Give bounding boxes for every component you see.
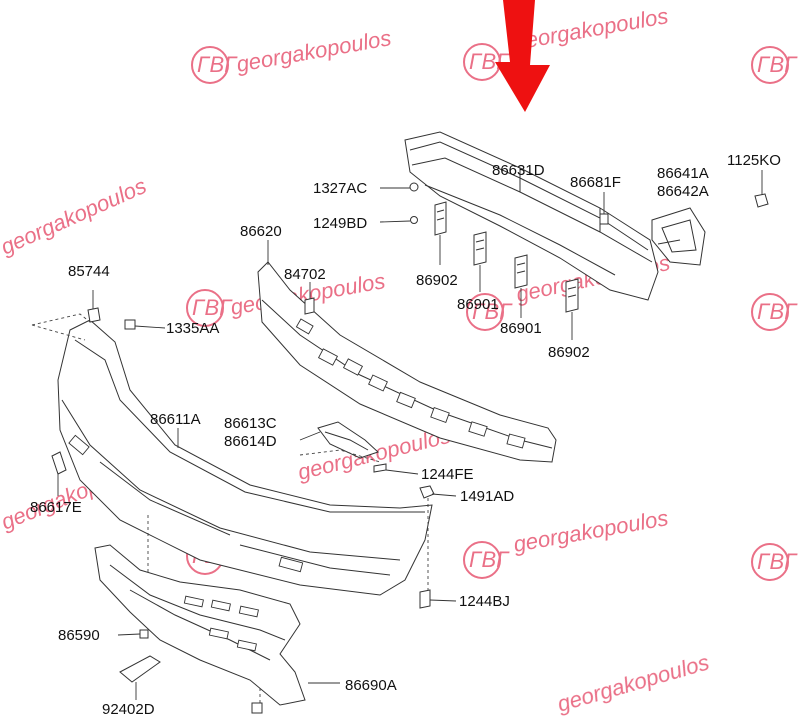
watermark-logo: ΓΒΓ (466, 293, 513, 331)
watermark-text: georgakopoulos (554, 650, 711, 717)
label-1327ac: 1327AC (313, 180, 367, 197)
watermark-text: georgakopoulos (512, 3, 671, 55)
clip-1335aa (124, 319, 166, 330)
svg-text:ΓΒΓ: ΓΒΓ (469, 547, 510, 572)
watermark-text: georgakopoulos (512, 505, 671, 557)
clip-bottom (251, 702, 263, 714)
label-86620: 86620 (240, 223, 282, 240)
label-92402d: 92402D (102, 701, 155, 717)
label-86641a: 86641A (657, 165, 709, 182)
side-bracket (651, 207, 706, 266)
clip-86590 (117, 629, 149, 639)
guide-line (299, 449, 381, 463)
label-86902-left: 86902 (416, 272, 458, 289)
watermark-logo: ΓΒΓ (191, 46, 238, 84)
svg-text:ΓΒΓ: ΓΒΓ (192, 295, 233, 320)
retainer-86901-right (514, 254, 528, 318)
label-86901-right: 86901 (500, 320, 542, 337)
watermark-logo: ΓΒΓ (186, 289, 233, 327)
clip-86681f (599, 192, 609, 225)
label-86613c: 86613C (224, 415, 277, 432)
label-1491ad: 1491AD (460, 488, 514, 505)
retainer-86902-left (434, 201, 447, 265)
label-86611a: 86611A (150, 411, 201, 428)
retainer-86901-left (473, 231, 487, 292)
reflex-lamp-92402d (119, 655, 161, 700)
label-86631d: 86631D (492, 162, 545, 179)
label-86681f: 86681F (570, 174, 621, 191)
label-86902-right: 86902 (548, 344, 590, 361)
label-1335aa: 1335AA (166, 320, 219, 337)
side-support-bracket (299, 421, 379, 459)
svg-text:ΓΒΓ: ΓΒΓ (472, 299, 513, 324)
watermark-text: georgakopoulos (0, 173, 150, 260)
nut-1491ad (419, 485, 457, 590)
svg-text:ΓΒΓ: ΓΒΓ (757, 299, 798, 324)
label-86901-left: 86901 (457, 296, 499, 313)
part-labels: 86631D 86681F 86641A 86642A 1125KO 1327A… (30, 152, 781, 717)
label-86617e: 86617E (30, 499, 82, 516)
screw-1249bd (379, 216, 418, 224)
screw-1244fe (373, 463, 419, 475)
label-86642a: 86642A (657, 183, 709, 200)
label-86614d: 86614D (224, 433, 277, 450)
clip-85744 (87, 290, 101, 323)
energy-absorber (257, 240, 557, 463)
watermark-text: georgakopoulos (235, 25, 394, 77)
svg-text:ΓΒΓ: ΓΒΓ (757, 52, 798, 77)
label-85744: 85744 (68, 263, 110, 280)
label-84702: 84702 (284, 266, 326, 283)
highlight-arrow (495, 0, 550, 112)
watermark-logo: ΓΒΓ (751, 46, 798, 84)
bolt-1125ko (754, 170, 769, 208)
svg-text:ΓΒΓ: ΓΒΓ (197, 52, 238, 77)
bracket-84702 (304, 282, 315, 315)
label-1125ko: 1125KO (727, 152, 781, 169)
label-1249bd: 1249BD (313, 215, 367, 232)
bumper-cover (57, 319, 433, 596)
guide-line (31, 313, 91, 326)
reflector-86617e (51, 451, 67, 496)
watermark-logo: ΓΒΓ (751, 293, 798, 331)
watermark-logo: ΓΒΓ (463, 541, 510, 579)
bumper-reinforcement-beam (404, 131, 659, 301)
watermark-logo: ΓΒΓ (751, 543, 798, 581)
label-1244fe: 1244FE (421, 466, 474, 483)
label-86690a: 86690A (345, 677, 397, 694)
svg-text:ΓΒΓ: ΓΒΓ (757, 549, 798, 574)
screw-1327ac (380, 182, 419, 192)
under-cover (94, 544, 340, 706)
label-1244bj: 1244BJ (459, 593, 510, 610)
bolt-1244bj (419, 589, 457, 609)
label-86590: 86590 (58, 627, 100, 644)
retainer-86902-right (565, 278, 579, 340)
